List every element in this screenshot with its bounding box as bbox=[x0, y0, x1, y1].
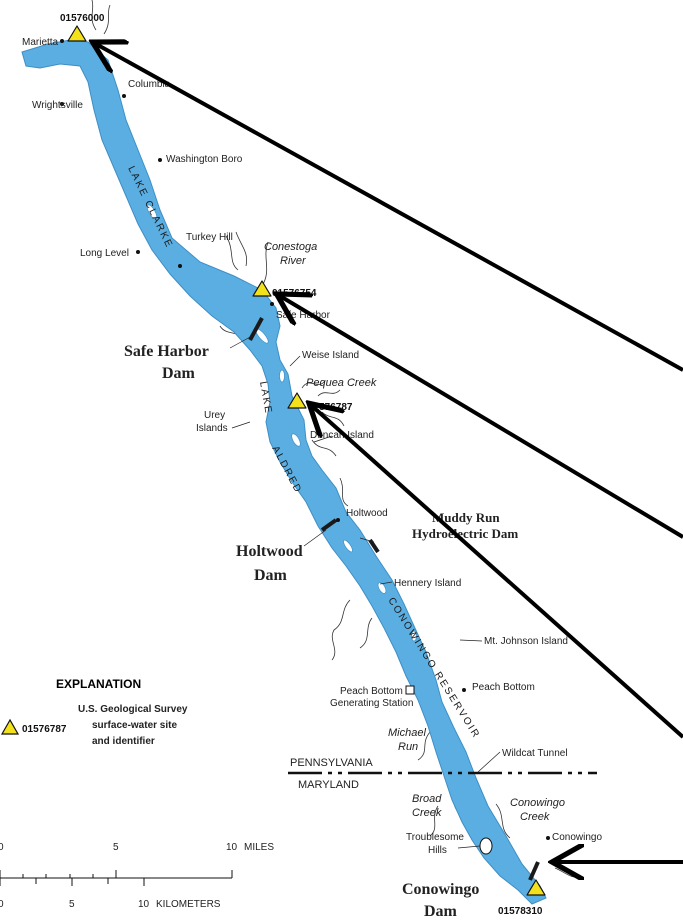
scale-km-10: 10 bbox=[138, 899, 150, 910]
label-conowingo-creek-line2: Creek bbox=[520, 811, 550, 823]
site-triangle-01576000 bbox=[67, 25, 87, 42]
label-michael-run-line2: Run bbox=[398, 741, 418, 753]
label-michael-run-line1: Michael bbox=[388, 727, 426, 739]
label-marietta: Marietta bbox=[22, 37, 59, 48]
scale-km-unit: KILOMETERS bbox=[156, 899, 221, 910]
scale-miles-0: 0 bbox=[0, 842, 4, 853]
arrow-to-pequea-site bbox=[312, 406, 683, 739]
legend-site-icon bbox=[0, 718, 20, 735]
label-turkey-hill: Turkey Hill bbox=[186, 232, 233, 243]
label-generating-station-line2: Generating Station bbox=[330, 698, 413, 709]
label-long-level: Long Level bbox=[80, 248, 129, 259]
label-troublesome-hills-line2: Hills bbox=[428, 845, 447, 856]
label-columbia: Columbia bbox=[128, 79, 171, 90]
callout-arrows bbox=[96, 44, 683, 862]
legend-line1: U.S. Geological Survey bbox=[78, 704, 188, 715]
legend-line3: and identifier bbox=[92, 736, 155, 747]
troublesome-hills-marker bbox=[479, 837, 493, 855]
scale-miles-unit: MILES bbox=[244, 842, 274, 853]
state-line: PENNSYLVANIA MARYLAND bbox=[288, 757, 597, 791]
label-conestoga-line1: Conestoga bbox=[264, 241, 317, 253]
label-washington-boro: Washington Boro bbox=[166, 154, 243, 165]
label-conowingo-dam-line2: Dam bbox=[424, 903, 458, 920]
label-safe-harbor-dam-line1: Safe Harbor bbox=[124, 343, 209, 360]
label-holtwood-dam-line2: Dam bbox=[254, 567, 288, 584]
label-mt-johnson-island: Mt. Johnson Island bbox=[484, 636, 568, 647]
state-label-maryland: MARYLAND bbox=[298, 779, 359, 791]
label-safe-harbor-dam-line2: Dam bbox=[162, 365, 196, 382]
scale-km-5: 5 bbox=[69, 899, 75, 910]
site-id-01578310: 01578310 bbox=[498, 906, 543, 917]
scale-km-0: 0 bbox=[0, 899, 4, 910]
label-holtwood: Holtwood bbox=[346, 508, 388, 519]
site-id-01576000: 01576000 bbox=[60, 13, 105, 24]
label-peach-bottom: Peach Bottom bbox=[472, 682, 535, 693]
label-pequea-creek: Pequea Creek bbox=[306, 377, 377, 389]
leader-lines bbox=[229, 335, 501, 849]
site-markers bbox=[67, 25, 546, 896]
label-conowingo-creek-line1: Conowingo bbox=[510, 797, 565, 809]
label-conowingo-town: Conowingo bbox=[552, 832, 602, 843]
scale-bar bbox=[0, 870, 233, 886]
site-triangle-01576754 bbox=[252, 280, 272, 297]
label-hennery-island: Hennery Island bbox=[394, 578, 461, 589]
label-muddy-run-dam-line1: Muddy Run bbox=[432, 510, 500, 525]
legend-title: EXPLANATION bbox=[56, 677, 141, 691]
label-wrightsville: Wrightsville bbox=[32, 100, 83, 111]
site-triangle-01576787 bbox=[287, 392, 307, 409]
site-triangle-01578310 bbox=[526, 879, 546, 896]
label-weise-island: Weise Island bbox=[302, 350, 359, 361]
label-generating-station-line1: Peach Bottom bbox=[340, 686, 403, 697]
scale-miles-5: 5 bbox=[113, 842, 119, 853]
label-holtwood-dam-line1: Holtwood bbox=[236, 543, 303, 560]
generating-station-marker bbox=[405, 685, 415, 695]
label-urey-islands-line2: Islands bbox=[196, 423, 228, 434]
label-conowingo-dam-line1: Conowingo bbox=[402, 881, 479, 898]
label-urey-islands-line1: Urey bbox=[204, 410, 225, 421]
label-troublesome-hills-line1: Troublesome bbox=[406, 832, 464, 843]
arrow-to-marietta-site bbox=[96, 44, 683, 372]
legend-line2: surface-water site bbox=[92, 720, 177, 731]
legend-example-id: 01576787 bbox=[22, 724, 67, 735]
label-wildcat-tunnel: Wildcat Tunnel bbox=[502, 748, 568, 759]
state-label-pennsylvania: PENNSYLVANIA bbox=[290, 757, 373, 769]
legend: EXPLANATION U.S. Geological Survey surfa… bbox=[0, 677, 188, 747]
label-broad-creek-line2: Creek bbox=[412, 807, 442, 819]
arrow-to-safe-harbor-site bbox=[280, 296, 683, 539]
label-muddy-run-dam-line2: Hydroelectric Dam bbox=[412, 526, 518, 541]
town-markers bbox=[60, 39, 550, 840]
label-conestoga-line2: River bbox=[280, 255, 307, 267]
site-id-01576754: 01576754 bbox=[272, 288, 317, 299]
scale-miles-10: 10 bbox=[226, 842, 238, 853]
label-broad-creek-line1: Broad bbox=[412, 793, 442, 805]
